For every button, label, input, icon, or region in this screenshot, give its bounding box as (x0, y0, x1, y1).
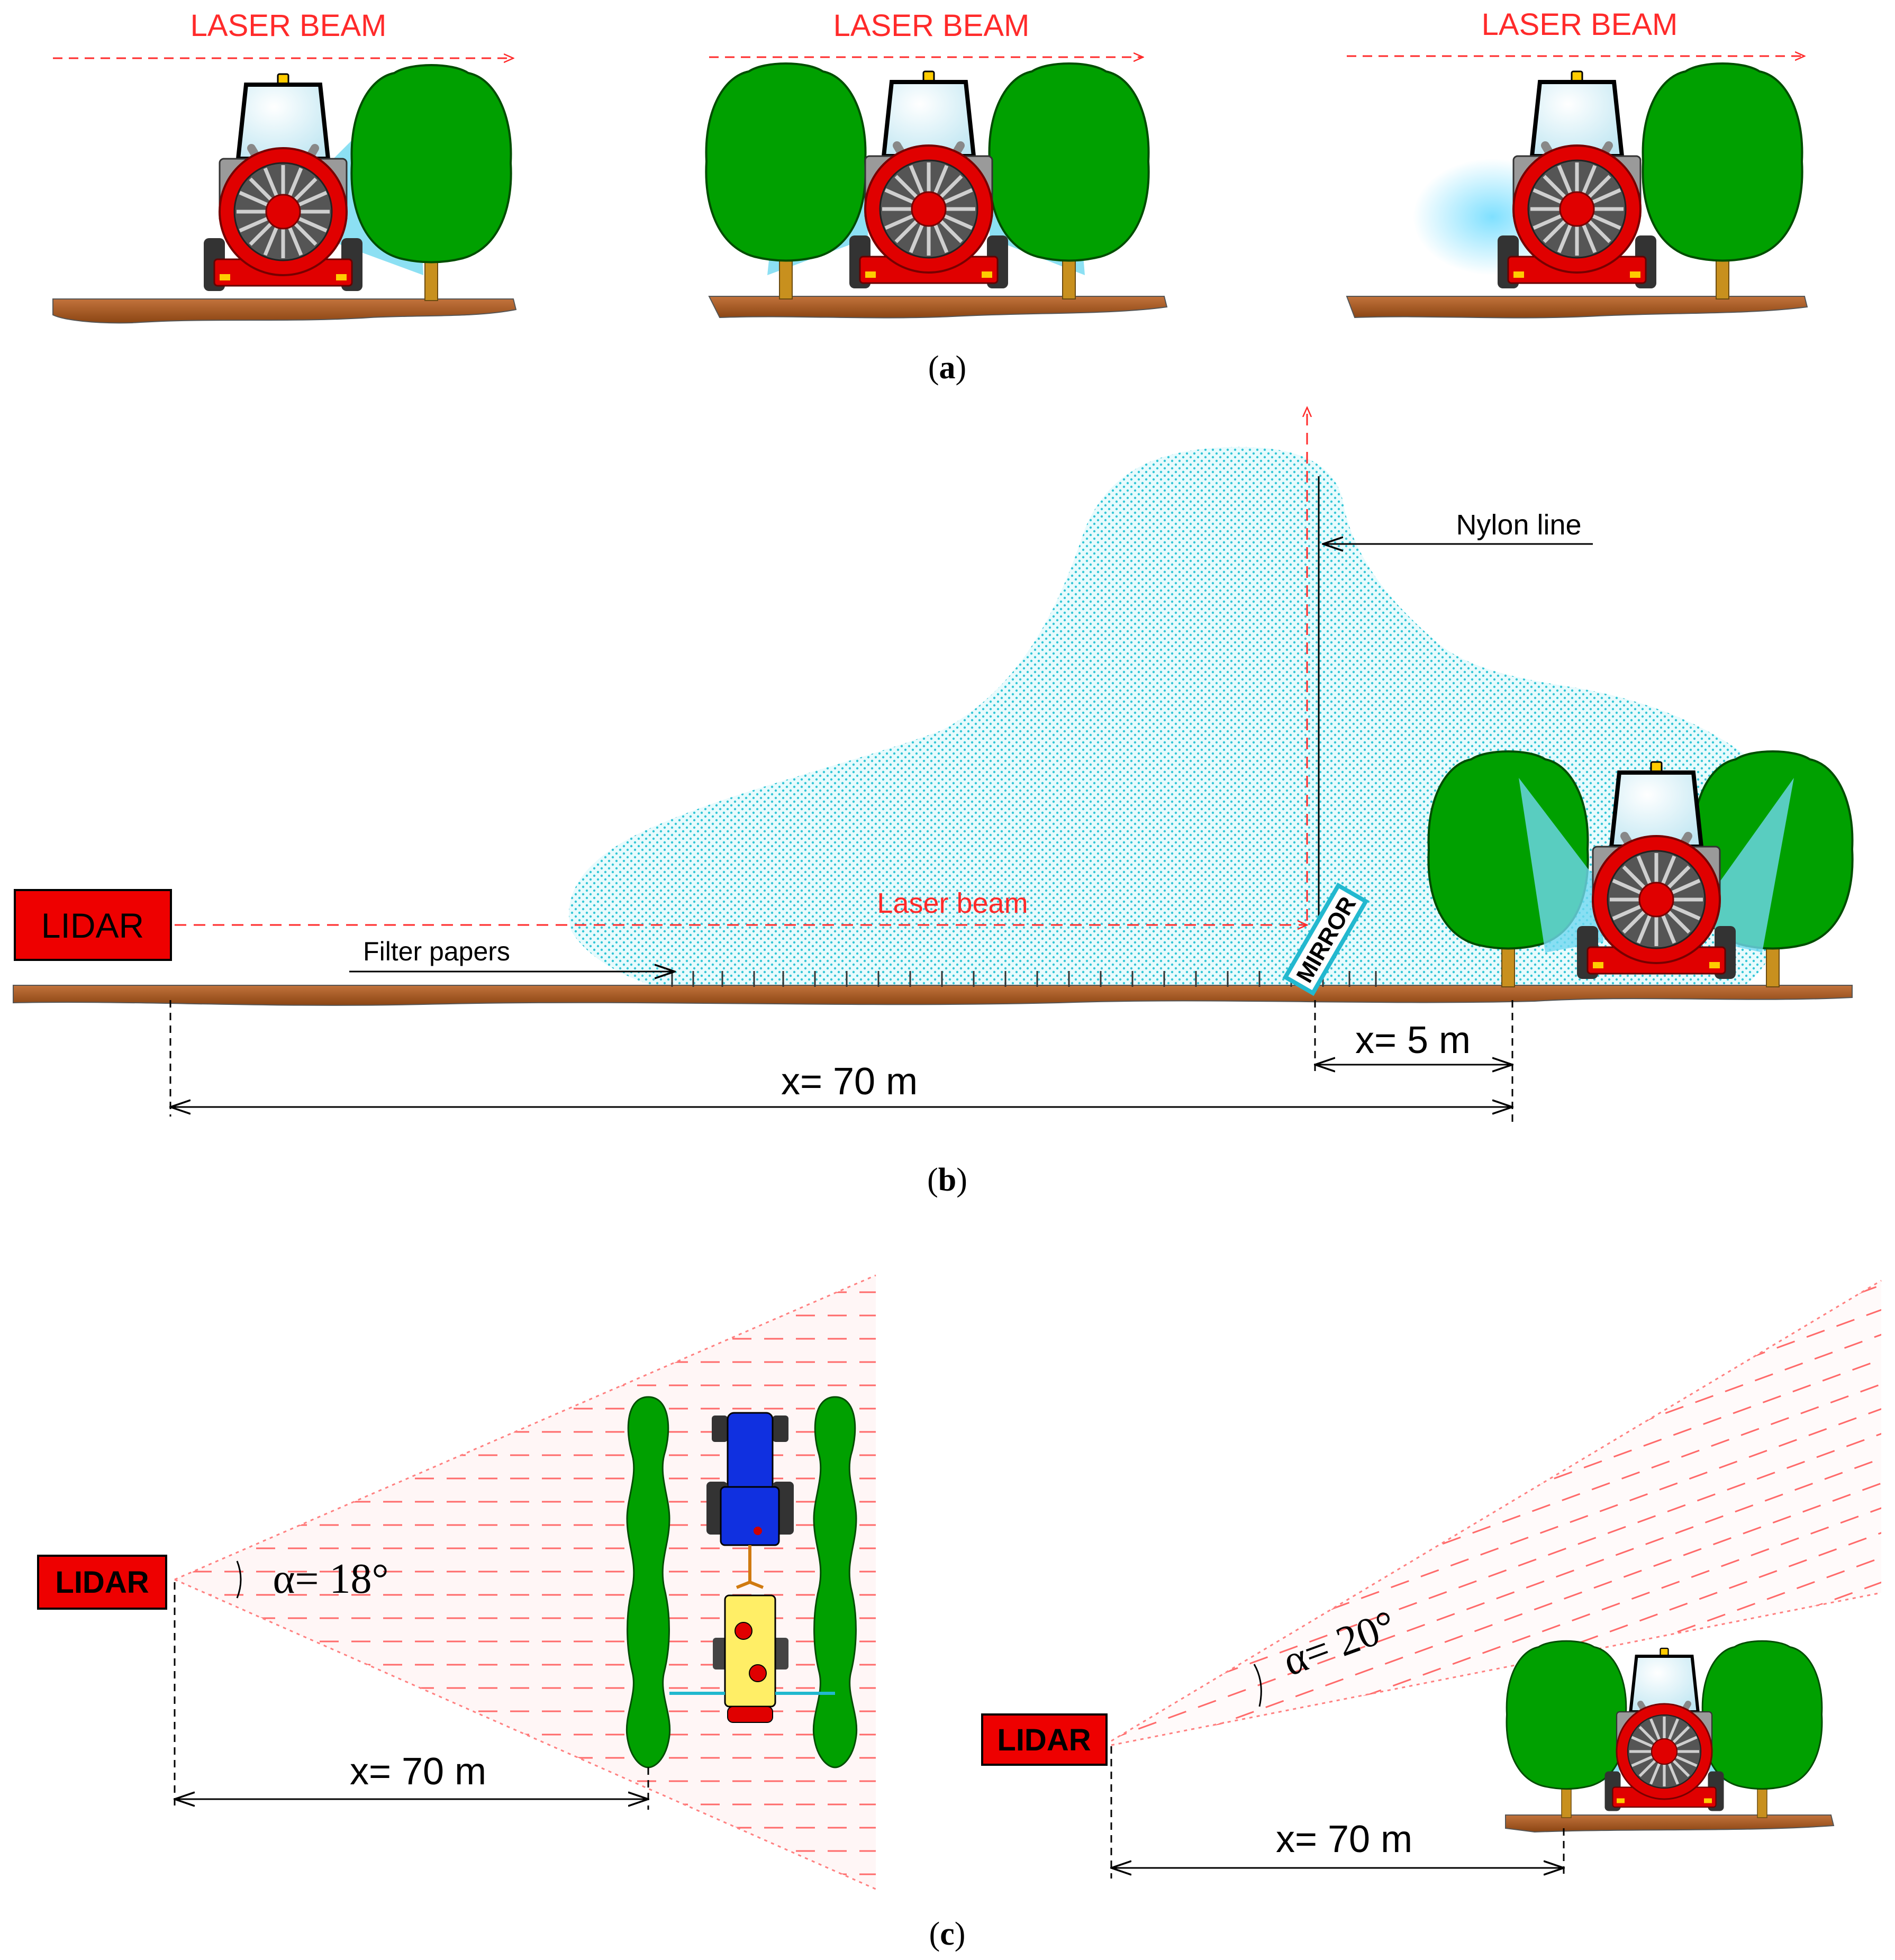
lidar-box (37, 1555, 167, 1610)
ground-strip (708, 296, 1168, 319)
laser-beam-label: Laser beam (877, 887, 1028, 919)
scene-a1: LASER BEAM (52, 8, 517, 324)
alpha-label: α= 18° (273, 1556, 388, 1602)
cone-edge-top (174, 1274, 876, 1581)
dim-label: x= 70 m (1276, 1818, 1412, 1861)
panel-c-left: LIDAR α= 18° x= 70 m (37, 1274, 876, 1890)
ground-line (13, 985, 1853, 1006)
tree-row-left (625, 1396, 671, 1768)
tractor-top-view (669, 1412, 835, 1723)
tree-right (988, 62, 1150, 300)
sprayer (204, 74, 362, 291)
panel-c-right: LIDAR α= 20° x= 70 m (981, 1280, 1882, 1879)
laser-cone (1111, 1281, 1881, 1746)
spray-plume-left (1519, 778, 1603, 952)
panel-a: LASER BEAM LASER BEAM LASER BEAM ( (52, 7, 1808, 386)
dim-label: x= 70 m (350, 1750, 486, 1793)
nylon-line-label: Nylon line (1456, 509, 1581, 541)
ground-strip (52, 298, 517, 324)
spray-plume-right (1715, 778, 1794, 952)
laser-beam-label: LASER BEAM (1482, 7, 1678, 42)
laser-beam-label: LASER BEAM (833, 8, 1030, 43)
alpha-arc (236, 1560, 242, 1599)
dim-5m-label: x= 5 m (1355, 1019, 1471, 1061)
laser-beam-label: LASER BEAM (191, 8, 387, 43)
tree (350, 64, 512, 302)
caption-b: (b) (927, 1162, 967, 1198)
tree-left (705, 62, 867, 300)
filter-papers-label: Filter papers (363, 937, 510, 966)
scene-a2: LASER BEAM (705, 8, 1168, 319)
lidar-label: LIDAR (41, 906, 144, 945)
ground-strip (1346, 296, 1808, 319)
cone-edge-top (1111, 1280, 1882, 1742)
scene-a3: LASER BEAM (1346, 7, 1808, 319)
lidar-label: LIDAR (55, 1565, 149, 1600)
alpha-arc (1253, 1664, 1262, 1707)
lidar-label: LIDAR (997, 1723, 1091, 1757)
lidar-box (14, 889, 172, 961)
caption-a: (a) (928, 350, 966, 386)
sprayer (1605, 1648, 1724, 1811)
cone-edge-bottom (174, 1578, 876, 1890)
dim-70m-label: x= 70 m (781, 1060, 918, 1103)
caption-c: (c) (929, 1916, 966, 1952)
laser-cone (175, 1275, 876, 1889)
sprayer (849, 71, 1008, 288)
panel-b: LIDAR Laser beam Nylon line MIRROR Filte… (13, 407, 1854, 1198)
tree-row-right (812, 1396, 858, 1768)
cone-edge-bottom (1111, 1592, 1882, 1746)
tree (1642, 62, 1803, 300)
sprayer (1498, 71, 1656, 288)
lidar-box (981, 1713, 1108, 1766)
ground-strip (1505, 1814, 1835, 1833)
